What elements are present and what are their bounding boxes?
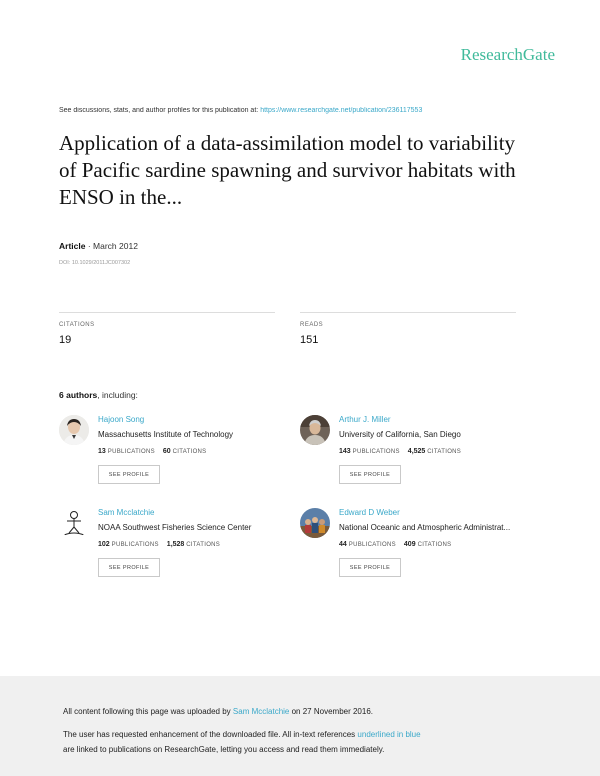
author-institution: University of California, San Diego	[339, 430, 461, 439]
author-name-link[interactable]: Edward D Weber	[339, 508, 400, 517]
citations-count: 19	[59, 334, 72, 346]
discussion-notice: See discussions, stats, and author profi…	[59, 107, 549, 114]
author-avatar[interactable]	[59, 508, 89, 538]
author-name-link[interactable]: Sam Mcclatchie	[98, 508, 155, 517]
enhancement-notice: The user has requested enhancement of th…	[63, 730, 421, 739]
publication-date: March 2012	[93, 241, 138, 251]
see-profile-button[interactable]: SEE PROFILE	[339, 465, 401, 484]
author-citations-count: 1,528	[166, 541, 185, 548]
person-photo-icon	[300, 415, 330, 445]
author-citations-count: 4,525	[407, 448, 426, 455]
publications-label: PUBLICATIONS	[111, 542, 159, 548]
author-publications-count: 13	[98, 448, 106, 455]
publication-title: Application of a data-assimilation model…	[59, 131, 516, 209]
publication-meta: Article · March 2012	[59, 241, 138, 251]
author-card: Arthur J. Miller University of Californi…	[300, 415, 550, 495]
author-card: Hajoon Song Massachusetts Institute of T…	[59, 415, 309, 495]
reads-label: READS	[300, 322, 324, 328]
author-publications-count: 143	[339, 448, 351, 455]
publication-type: Article	[59, 241, 86, 251]
publications-label: PUBLICATIONS	[348, 542, 396, 548]
upload-suffix: on 27 November 2016.	[291, 707, 373, 716]
citations-label: CITATIONS	[59, 322, 95, 328]
author-card: Edward D Weber National Oceanic and Atmo…	[300, 508, 550, 588]
author-publications-count: 102	[98, 541, 110, 548]
author-citations-count: 409	[403, 541, 416, 548]
author-name-link[interactable]: Arthur J. Miller	[339, 415, 391, 424]
citations-divider	[59, 312, 275, 313]
footer-notice: All content following this page was uplo…	[0, 676, 600, 776]
publication-doi: DOI: 10.1029/2011JC007302	[59, 260, 131, 266]
citations-label: CITATIONS	[172, 449, 207, 455]
enhancement-notice-continued: are linked to publications on ResearchGa…	[63, 745, 385, 754]
upload-prefix: All content following this page was uplo…	[63, 707, 231, 716]
author-name-link[interactable]: Hajoon Song	[98, 415, 145, 424]
sketch-figure-icon	[59, 508, 89, 538]
author-stats: 13 PUBLICATIONS 60 CITATIONS	[98, 448, 206, 455]
author-citations-count: 60	[162, 448, 171, 455]
author-avatar[interactable]	[59, 415, 89, 445]
author-institution: National Oceanic and Atmospheric Adminis…	[339, 523, 511, 532]
researchgate-logo: ResearchGate	[460, 45, 555, 64]
group-photo-icon	[300, 508, 330, 538]
author-avatar[interactable]	[300, 508, 330, 538]
underlined-in-blue-text: underlined in blue	[357, 730, 421, 739]
discussion-prefix: See discussions, stats, and author profi…	[59, 107, 259, 114]
reads-count: 151	[300, 334, 319, 346]
author-stats: 102 PUBLICATIONS 1,528 CITATIONS	[98, 541, 220, 548]
author-card: Sam Mcclatchie NOAA Southwest Fisheries …	[59, 508, 309, 588]
meta-separator: ·	[85, 241, 94, 251]
citations-label: CITATIONS	[427, 449, 462, 455]
citations-label: CITATIONS	[186, 542, 221, 548]
authors-heading: 6 authors, including:	[59, 390, 138, 400]
uploader-link[interactable]: Sam Mcclatchie	[232, 707, 290, 716]
author-stats: 44 PUBLICATIONS 409 CITATIONS	[339, 541, 451, 548]
publication-url-link[interactable]: https://www.researchgate.net/publication…	[260, 107, 423, 114]
reads-divider	[300, 312, 516, 313]
author-stats: 143 PUBLICATIONS 4,525 CITATIONS	[339, 448, 461, 455]
see-profile-button[interactable]: SEE PROFILE	[98, 558, 160, 577]
person-photo-icon	[59, 415, 89, 445]
enhancement-prefix: The user has requested enhancement of th…	[63, 730, 356, 739]
author-institution: NOAA Southwest Fisheries Science Center	[98, 523, 252, 532]
publications-label: PUBLICATIONS	[107, 449, 155, 455]
citations-label: CITATIONS	[417, 542, 452, 548]
authors-heading-suffix: , including:	[97, 390, 138, 400]
see-profile-button[interactable]: SEE PROFILE	[98, 465, 160, 484]
author-publications-count: 44	[339, 541, 347, 548]
author-institution: Massachusetts Institute of Technology	[98, 430, 234, 439]
upload-notice: All content following this page was uplo…	[63, 707, 373, 716]
author-avatar[interactable]	[300, 415, 330, 445]
see-profile-button[interactable]: SEE PROFILE	[339, 558, 401, 577]
publications-label: PUBLICATIONS	[352, 449, 400, 455]
authors-count: 6 authors	[59, 390, 98, 400]
